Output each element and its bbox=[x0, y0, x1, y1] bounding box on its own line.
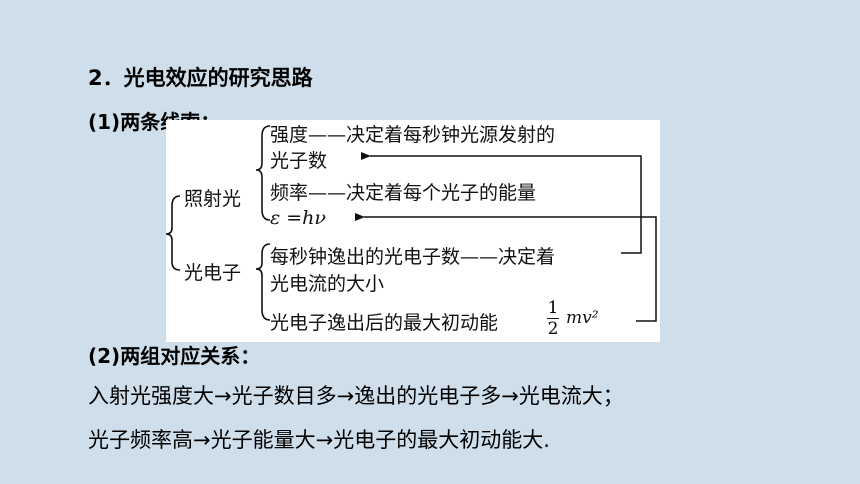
arrow-kinetic-to-energy bbox=[355, 213, 657, 322]
photoelectron-brace bbox=[255, 243, 271, 321]
outer-brace bbox=[166, 195, 181, 271]
fraction-bar bbox=[547, 318, 559, 319]
intensity-line-1: 强度——决定着每秒钟光源发射的 bbox=[270, 124, 556, 146]
illuminating-light-label: 照射光 bbox=[184, 188, 242, 210]
fraction-numerator: 1 bbox=[547, 298, 559, 318]
photoelectron-label: 光电子 bbox=[184, 262, 242, 284]
illum-brace bbox=[255, 125, 271, 221]
frequency-line: 频率——决定着每个光子的能量 bbox=[270, 182, 537, 204]
kinetic-energy-text: 光电子逸出后的最大初动能 bbox=[270, 312, 499, 334]
one-half-fraction: 1 2 bbox=[546, 298, 560, 339]
diagram-lines bbox=[166, 125, 657, 322]
mv-squared: mv² bbox=[566, 308, 599, 328]
subsection-2-heading: (2)两组对应关系： bbox=[88, 344, 261, 368]
section-title: 2．光电效应的研究思路 bbox=[88, 66, 313, 90]
intensity-line-2: 光子数 bbox=[270, 150, 328, 172]
emitted-line-1: 每秒钟逸出的光电子数——决定着 bbox=[270, 246, 556, 268]
relation-line-1: 入射光强度大→光子数目多→逸出的光电子多→光电流大； bbox=[88, 384, 624, 408]
arrow-emitted-to-photon-count bbox=[361, 152, 642, 254]
concept-diagram: 照射光 光电子 强度——决定着每秒钟光源发射的 光子数 频率——决定着每个光子的… bbox=[166, 120, 660, 342]
fraction-denominator: 2 bbox=[547, 319, 559, 339]
relation-line-2: 光子频率高→光子能量大→光电子的最大初动能大. bbox=[88, 428, 550, 452]
energy-formula: ε =hν bbox=[270, 207, 326, 229]
emitted-line-2: 光电流的大小 bbox=[270, 273, 385, 295]
